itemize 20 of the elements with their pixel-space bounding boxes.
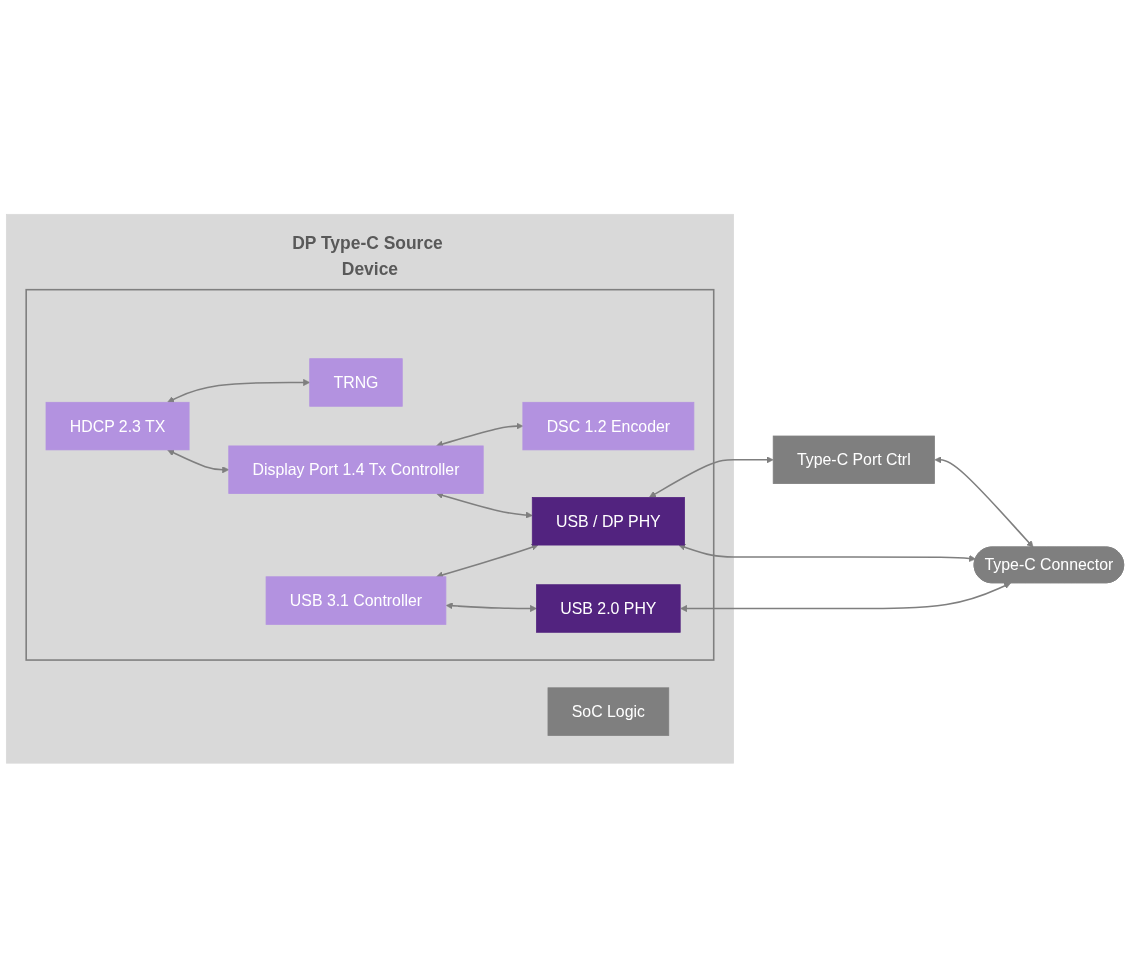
- arrow: [436, 492, 533, 519]
- node-box: DSC 1.2 Encoder: [522, 402, 695, 451]
- node-box: TRNG: [309, 358, 403, 407]
- arrow: [680, 582, 1011, 613]
- arrow: [934, 456, 1034, 548]
- node-box: USB 3.1 Controller: [265, 576, 447, 625]
- node-box: Type-C Port Ctrl: [772, 435, 935, 485]
- arrow: [678, 544, 976, 563]
- arrow: [649, 456, 774, 498]
- arrow: [167, 379, 311, 403]
- node-box: USB / DP PHY: [531, 497, 685, 546]
- arrow: [167, 449, 230, 474]
- cluster: [25, 289, 715, 662]
- node-box: SoC Logic: [547, 687, 670, 737]
- arrow: [436, 544, 539, 579]
- node-box: Display Port 1.4 Tx Controller: [228, 445, 484, 495]
- arrow: [445, 602, 537, 613]
- arrow: [436, 422, 524, 448]
- node-box: USB 2.0 PHY: [536, 584, 681, 633]
- node-box: HDCP 2.3 TX: [45, 402, 190, 451]
